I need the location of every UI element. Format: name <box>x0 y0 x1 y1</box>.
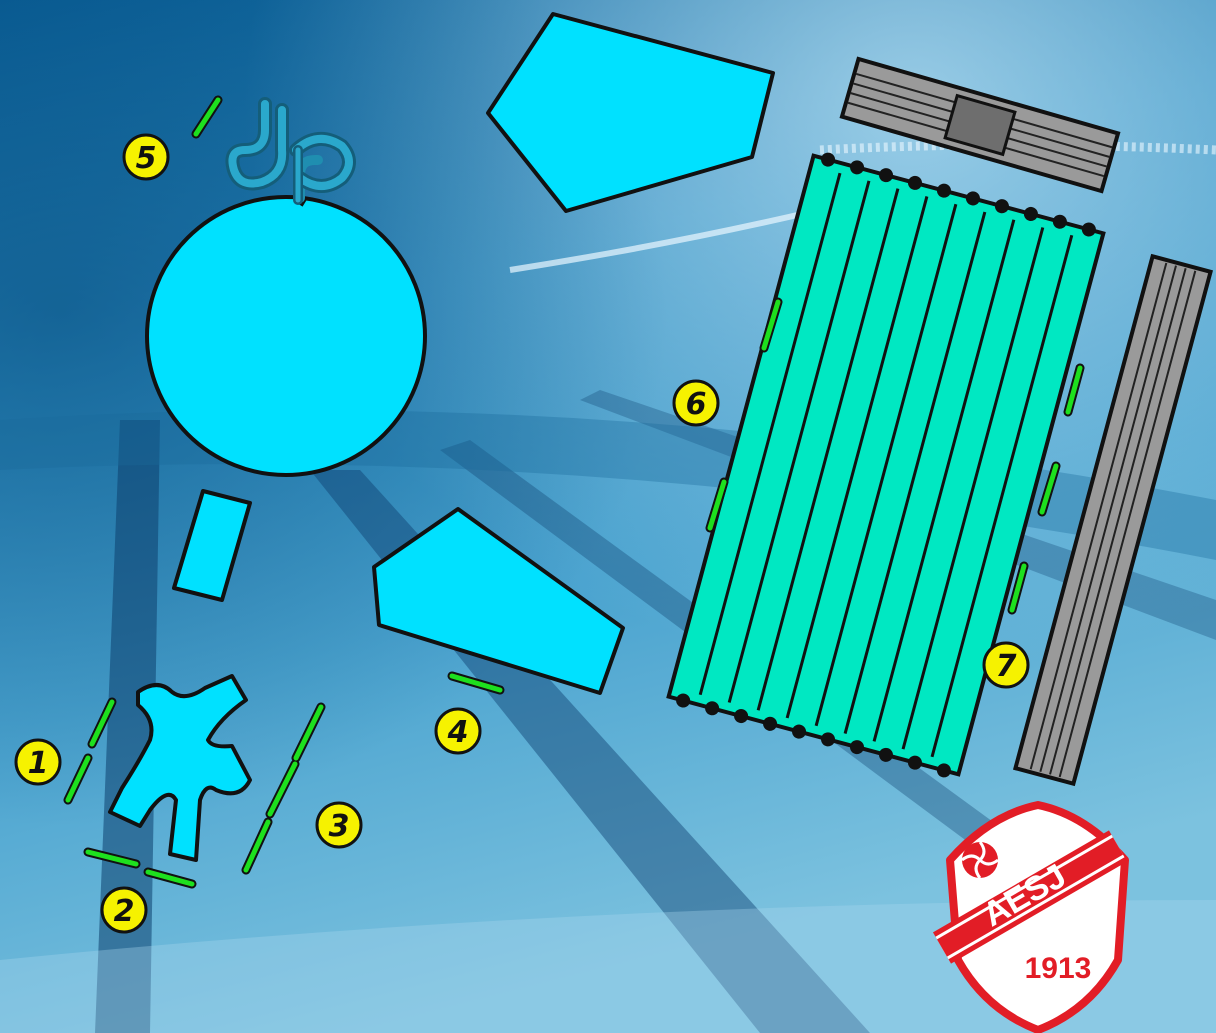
marker-6[interactable]: 6 <box>674 381 718 425</box>
marker-4-label: 4 <box>447 715 469 750</box>
crest-year: 1913 <box>1025 952 1092 985</box>
marker-6-label: 6 <box>686 387 707 422</box>
marker-1-label: 1 <box>28 746 49 781</box>
marker-4[interactable]: 4 <box>436 709 480 753</box>
ball-icon <box>962 842 998 878</box>
marker-2-label: 2 <box>114 894 135 929</box>
zone-round-pool[interactable] <box>147 197 425 475</box>
marker-5[interactable]: 5 <box>124 135 168 179</box>
marker-3-label: 3 <box>329 809 350 844</box>
marker-7-label: 7 <box>996 649 1017 684</box>
marker-3[interactable]: 3 <box>317 803 361 847</box>
marker-1[interactable]: 1 <box>16 740 60 784</box>
marker-2[interactable]: 2 <box>102 888 146 932</box>
marker-5-label: 5 <box>136 141 157 176</box>
marker-7[interactable]: 7 <box>984 643 1028 687</box>
